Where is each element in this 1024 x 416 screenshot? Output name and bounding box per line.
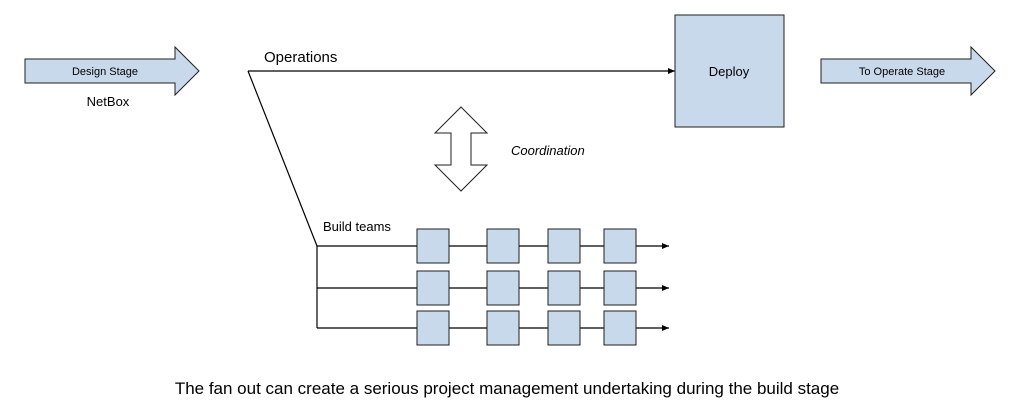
build-teams-label: Build teams — [323, 219, 391, 234]
fan-out-line — [247, 70, 318, 247]
deploy-box: Deploy — [674, 14, 785, 128]
task-box — [603, 228, 637, 264]
build-lane-3 — [317, 310, 669, 346]
task-box — [486, 228, 520, 264]
task-box — [547, 310, 581, 346]
task-box — [603, 270, 637, 306]
to-operate-stage-arrow: To Operate Stage — [820, 45, 996, 97]
build-lane-2 — [317, 270, 669, 306]
coordination-double-arrow — [433, 106, 489, 192]
task-box — [416, 270, 450, 306]
task-box — [416, 310, 450, 346]
design-stage-arrow: Design Stage — [24, 45, 200, 97]
netbox-label: NetBox — [87, 94, 130, 109]
deploy-label: Deploy — [709, 64, 750, 79]
to-operate-stage-label: To Operate Stage — [859, 66, 945, 78]
task-box — [547, 270, 581, 306]
task-box — [486, 270, 520, 306]
task-box — [486, 310, 520, 346]
build-lane-1 — [317, 228, 669, 264]
task-box — [547, 228, 581, 264]
coordination-label: Coordination — [511, 143, 585, 158]
task-box — [603, 310, 637, 346]
operations-label: Operations — [264, 49, 337, 66]
caption: The fan out can create a serious project… — [175, 379, 839, 398]
task-box — [416, 228, 450, 264]
design-stage-label: Design Stage — [72, 66, 138, 78]
